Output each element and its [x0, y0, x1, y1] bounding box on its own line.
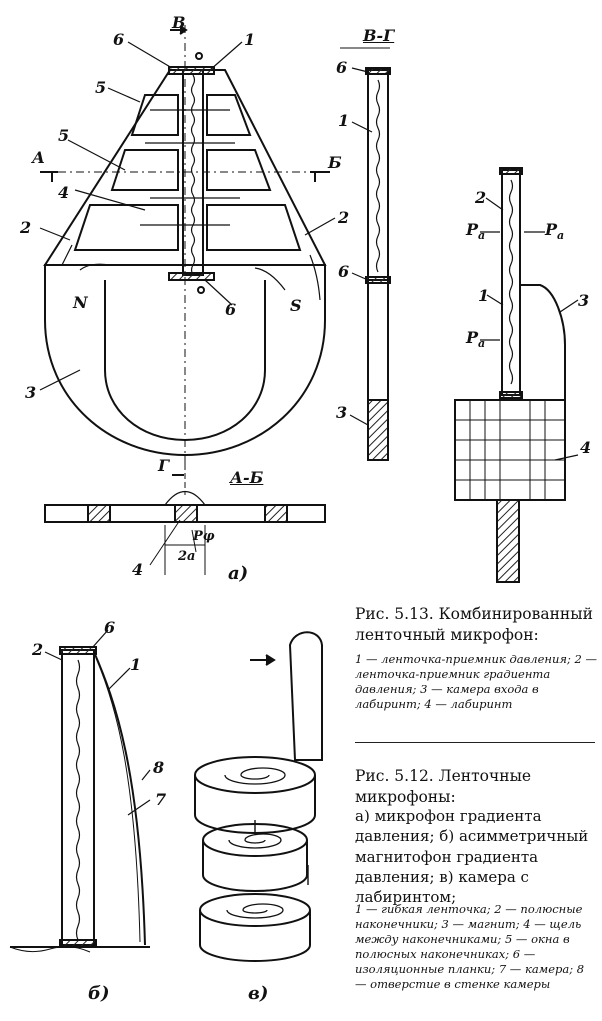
mark-v: В [172, 13, 186, 32]
c513-label-3: 3 [578, 291, 590, 310]
c513-label-4: 4 [580, 438, 592, 457]
label-4a: 4 [58, 183, 70, 202]
fig-b-drawing [9, 629, 151, 953]
fig-label-a: а) [228, 563, 249, 584]
fig-v-drawing [194, 631, 323, 962]
fig-label-b: б) [88, 983, 110, 1004]
caption-512-legend: 1 — гибкая ленточка; 2 — полюсные наконе… [355, 902, 585, 991]
label-4b: 4 [132, 560, 144, 579]
mark-a: А [32, 148, 46, 167]
label-2a: 2a [178, 549, 196, 564]
vg-label-6a: 6 [336, 58, 348, 77]
pole-n: N [73, 293, 88, 312]
c513-label-1: 1 [478, 286, 490, 305]
label-pphi: Pφ [193, 529, 215, 544]
label-6-mid: 6 [225, 300, 237, 319]
c513-pa1: Pa [466, 220, 486, 243]
fig-a-front-view [39, 25, 336, 470]
fig-a-section-ab [44, 455, 326, 575]
fb-label-8: 8 [153, 758, 165, 777]
c513-pa3: Pa [466, 328, 486, 351]
label-2-right: 2 [338, 208, 350, 227]
caption-513-title: Рис. 5.13. Комбинированный ленточный мик… [355, 605, 593, 644]
label-2-left: 2 [20, 218, 32, 237]
label-3: 3 [25, 383, 37, 402]
caption-513-legend: 1 — ленточка-приемник давления; 2 — лент… [355, 652, 598, 711]
section-vg: В-Г [363, 26, 395, 45]
fig-a-section-vg [340, 47, 391, 461]
label-5b: 5 [58, 126, 70, 145]
vg-label-6b: 6 [338, 262, 350, 281]
fb-label-1: 1 [130, 655, 142, 674]
pole-s: S [290, 296, 302, 315]
fb-label-2: 2 [32, 640, 44, 659]
vg-label-3: 3 [336, 403, 348, 422]
mark-g: Г [158, 456, 170, 475]
fig-label-v: в) [248, 983, 269, 1004]
caption-512-title: Рис. 5.12. Ленточные микрофоны: [355, 767, 532, 806]
fb-label-7: 7 [155, 790, 167, 809]
fig-513-drawing [454, 167, 579, 583]
section-ab: А-Б [230, 468, 264, 487]
label-6-top: 6 [113, 30, 125, 49]
label-1-top: 1 [244, 30, 256, 49]
c513-pa2: Pa [545, 220, 565, 243]
c513-label-2: 2 [475, 188, 487, 207]
divider [355, 742, 595, 743]
vg-label-1: 1 [338, 111, 350, 130]
label-5a: 5 [95, 78, 107, 97]
fb-label-6: 6 [104, 618, 116, 637]
caption-512-items: а) микрофон градиента давления; б) асимм… [355, 807, 589, 906]
mark-b: Б [328, 153, 342, 172]
